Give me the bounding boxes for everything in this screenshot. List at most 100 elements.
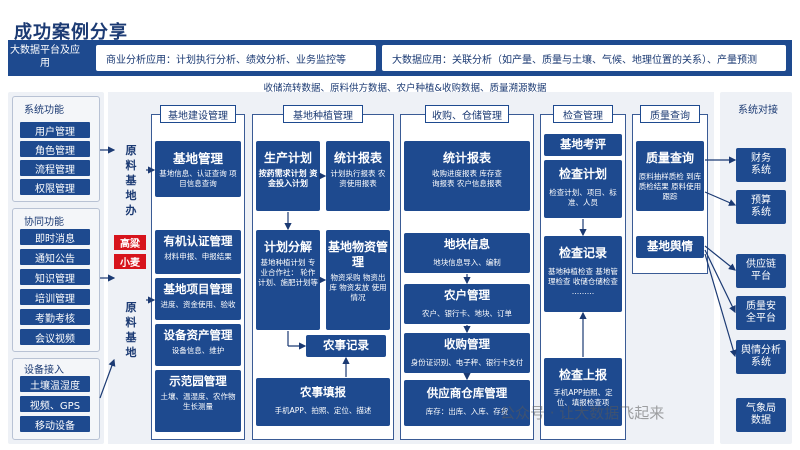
farmer-management-desc: 农户、银行卡、地块、订单 <box>422 309 512 318</box>
demo-garden-title: 示范园管理 <box>169 374 227 388</box>
plot-info-card[interactable]: 地块信息 地块信息导入、编制 <box>404 233 530 273</box>
quality-query-card[interactable]: 质量查询 原料抽样质检 到库质检结果 原料使用跟踪 <box>636 141 704 211</box>
user-management-button[interactable]: 用户管理 <box>20 122 90 138</box>
header-purchase-storage: 收购、仓储管理 <box>425 105 509 123</box>
instant-message-button[interactable]: 即时消息 <box>20 229 90 245</box>
page-title: 成功案例分享 <box>14 22 128 43</box>
header-inspection: 检查管理 <box>553 105 613 123</box>
base-project-card[interactable]: 基地项目管理 进度、资金使用、验收 <box>155 278 241 320</box>
video-gps-button[interactable]: 视频、GPS <box>20 396 90 412</box>
header-base-construction: 基地建设管理 <box>160 105 236 123</box>
notice-button[interactable]: 通知公告 <box>20 249 90 265</box>
base-project-title: 基地项目管理 <box>163 282 233 296</box>
purchase-management-title: 收购管理 <box>444 337 490 351</box>
plan-decompose-desc: 基地种植计划 专业合作社： 轮作计划、施肥计划等 <box>258 258 318 287</box>
equipment-asset-desc: 设备信息、维护 <box>171 346 225 355</box>
inspection-upload-desc: 手机APP拍照、定位、填报检查项 <box>553 388 613 407</box>
quality-query-desc: 原料抽样质检 到库质检结果 原料使用跟踪 <box>638 172 702 201</box>
base-project-desc: 进度、资金使用、验收 <box>160 300 236 309</box>
production-plan-title: 生产计划 <box>263 151 312 165</box>
system-functions-title: 系统功能 <box>24 105 64 116</box>
role-management-button[interactable]: 角色管理 <box>20 141 90 157</box>
inspection-record-desc: 基地种植检查 基地管理检查 收储仓储检查 ……… <box>548 267 618 296</box>
training-management-button[interactable]: 培训管理 <box>20 289 90 305</box>
weather-data-button[interactable]: 气象局数据 <box>736 398 786 432</box>
planting-stats-card[interactable]: 统计报表 计划执行报表 农资使用报表 <box>326 141 390 211</box>
supplier-warehouse-card[interactable]: 供应商仓库管理 库存：出库、入库、存货 <box>404 380 530 426</box>
mobile-device-button[interactable]: 移动设备 <box>20 416 90 432</box>
weather-data-label: 气象局数据 <box>746 403 776 426</box>
purchase-management-card[interactable]: 收购管理 身份证识别、电子秤、银行卡支付 <box>404 333 530 373</box>
device-access-title: 设备接入 <box>24 365 64 376</box>
demo-garden-desc: 土壤、温湿度、农作物生长测量 <box>160 392 236 411</box>
finance-system-button[interactable]: 财务系统 <box>736 148 786 182</box>
farmer-management-title: 农户管理 <box>444 288 490 302</box>
inspection-upload-card[interactable]: 检查上报 手机APP拍照、定位、填报检查项 <box>544 358 622 426</box>
system-integration-title: 系统对接 <box>738 105 778 116</box>
farmer-management-card[interactable]: 农户管理 农户、银行卡、地块、订单 <box>404 284 530 324</box>
organic-cert-desc: 材料申报、申报结果 <box>164 252 232 261</box>
supplier-warehouse-title: 供应商仓库管理 <box>426 386 508 400</box>
farm-report-card[interactable]: 农事填报 手机APP、拍照、定位、描述 <box>256 378 390 426</box>
farm-record-card[interactable]: 农事记录 <box>306 335 386 357</box>
knowledge-management-button[interactable]: 知识管理 <box>20 269 90 285</box>
base-sentiment-card[interactable]: 基地舆情 <box>636 236 704 258</box>
inspection-record-title: 检查记录 <box>558 246 607 260</box>
base-management-card[interactable]: 基地管理 基地信息、认证查询 项目信息查询 <box>155 141 241 197</box>
bigdata-platform-label: 大数据平台及应用 <box>10 45 80 69</box>
budget-system-label: 预算系统 <box>751 195 771 218</box>
planting-stats-desc: 计划执行报表 农资使用报表 <box>330 169 386 188</box>
equipment-asset-title: 设备资产管理 <box>163 328 233 342</box>
inspection-upload-title: 检查上报 <box>558 368 607 382</box>
equipment-asset-card[interactable]: 设备资产管理 设备信息、维护 <box>155 324 241 366</box>
soil-sensor-button[interactable]: 土壤温湿度 <box>20 376 90 392</box>
wheat-tag: 小麦 <box>114 254 146 269</box>
video-meeting-button[interactable]: 会议视频 <box>20 329 90 345</box>
collab-functions-title: 协同功能 <box>24 217 64 228</box>
raw-material-base-label: 原料基地 <box>116 300 146 360</box>
quality-safety-button[interactable]: 质量安全平台 <box>736 296 786 330</box>
supply-chain-button[interactable]: 供应链平台 <box>736 254 786 288</box>
quality-safety-label: 质量安全平台 <box>746 301 776 324</box>
plan-decompose-card[interactable]: 计划分解 基地种植计划 专业合作社： 轮作计划、施肥计划等 <box>256 230 320 330</box>
permission-management-button[interactable]: 权限管理 <box>20 179 90 195</box>
base-evaluation-title: 基地考评 <box>560 137 606 151</box>
production-plan-card[interactable]: 生产计划 按药需求计划 资金投入计划 <box>256 141 320 211</box>
watermark-text: 公众号 · 让大数据飞起来 <box>500 404 665 422</box>
planting-stats-title: 统计报表 <box>333 151 382 165</box>
sentiment-analysis-button[interactable]: 舆情分析系统 <box>736 340 786 374</box>
inspection-plan-card[interactable]: 检查计划 检查计划、项目、标准、人员 <box>544 160 622 218</box>
header-quality: 质量查询 <box>640 105 700 123</box>
purchase-management-desc: 身份证识别、电子秤、银行卡支付 <box>410 358 524 367</box>
inspection-plan-desc: 检查计划、项目、标准、人员 <box>549 188 617 207</box>
farm-record-title: 农事记录 <box>323 338 369 352</box>
material-management-title: 基地物资管理 <box>327 240 388 269</box>
organic-cert-title: 有机认证管理 <box>163 234 233 248</box>
production-plan-desc: 按药需求计划 资金投入计划 <box>258 169 318 188</box>
sorghum-tag: 高粱 <box>114 235 146 250</box>
budget-system-button[interactable]: 预算系统 <box>736 190 786 224</box>
base-sentiment-title: 基地舆情 <box>647 239 693 253</box>
raw-material-office-label: 原料基地办 <box>116 143 146 218</box>
finance-system-label: 财务系统 <box>751 153 771 176</box>
demo-garden-card[interactable]: 示范园管理 土壤、温湿度、农作物生长测量 <box>155 370 241 432</box>
farm-report-title: 农事填报 <box>300 385 346 399</box>
inspection-record-card[interactable]: 检查记录 基地种植检查 基地管理检查 收储仓储检查 ……… <box>544 236 622 312</box>
base-management-desc: 基地信息、认证查询 项目信息查询 <box>159 169 237 188</box>
sentiment-analysis-label: 舆情分析系统 <box>741 345 781 368</box>
supplier-warehouse-desc: 库存：出库、入库、存货 <box>425 407 509 416</box>
attendance-button[interactable]: 考勤考核 <box>20 309 90 325</box>
dataflow-caption: 收储流转数据、原料供方数据、农户种植&收购数据、质量溯源数据 <box>263 83 547 94</box>
plot-info-desc: 地块信息导入、编制 <box>433 258 501 267</box>
organic-cert-card[interactable]: 有机认证管理 材料申报、申报结果 <box>155 230 241 274</box>
header-base-planting: 基地种植管理 <box>283 105 363 123</box>
quality-query-title: 质量查询 <box>645 151 694 165</box>
business-analysis-box: 商业分析应用：计划执行分析、绩效分析、业务监控等 <box>96 45 376 71</box>
process-management-button[interactable]: 流程管理 <box>20 160 90 176</box>
base-evaluation-card[interactable]: 基地考评 <box>544 134 622 156</box>
base-management-title: 基地管理 <box>172 151 223 166</box>
purchase-stats-title: 统计报表 <box>442 151 491 165</box>
purchase-stats-card[interactable]: 统计报表 收购进度报表 库存查询报表 农户信息报表 <box>404 141 530 211</box>
plot-info-title: 地块信息 <box>444 237 490 251</box>
material-management-card[interactable]: 基地物资管理 物资采购 物资出库 物资发放 使用情况 <box>326 230 390 330</box>
